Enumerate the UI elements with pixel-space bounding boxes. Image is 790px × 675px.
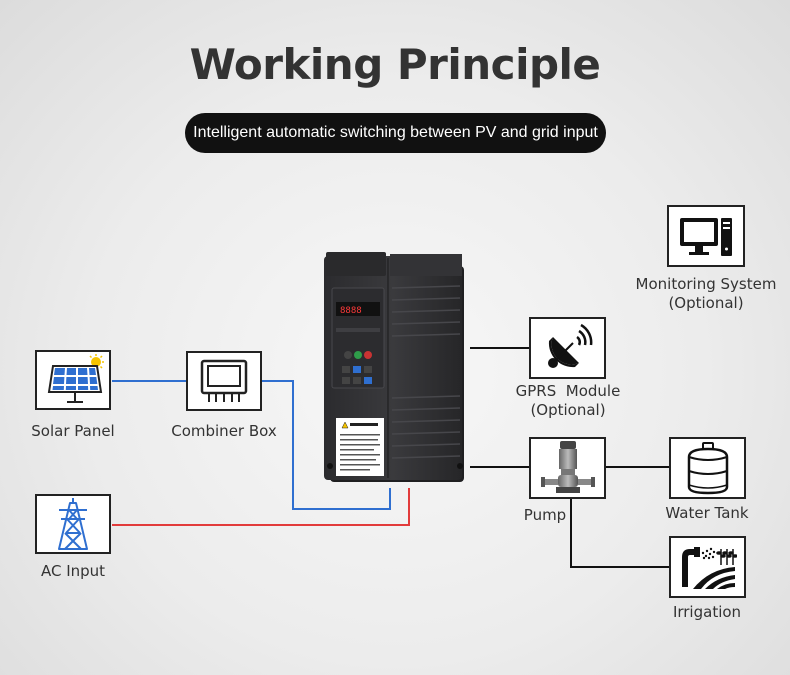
irrigation-box <box>669 536 746 598</box>
vfd-inverter-device: 8888 <box>324 252 464 482</box>
gprs-module-label-line1: GPRS Module <box>515 382 621 400</box>
irrigation-label: Irrigation <box>672 603 742 621</box>
combiner-box-icon <box>200 359 248 402</box>
water-tank-icon <box>687 442 728 495</box>
combiner-box-label: Combiner Box <box>171 422 277 440</box>
ac-input-box <box>35 494 111 554</box>
gprs-module-box <box>529 317 606 379</box>
line-pump-to-irrigation <box>570 498 669 568</box>
pump-label: Pump <box>523 506 567 524</box>
gprs-module-label-line2: (Optional) <box>530 401 606 419</box>
svg-text:8888: 8888 <box>340 306 362 316</box>
water-tank-label: Water Tank <box>665 504 749 522</box>
monitoring-system-box <box>667 205 745 267</box>
computer-icon <box>680 218 732 256</box>
ac-input-label: AC Input <box>40 562 106 580</box>
pump-box <box>529 437 606 499</box>
ac-line-grid-to-inverter <box>112 488 410 526</box>
water-tank-box <box>669 437 746 499</box>
solar-panel-label: Solar Panel <box>31 422 115 440</box>
combiner-box-box <box>186 351 262 411</box>
satellite-dish-icon <box>547 323 592 368</box>
irrigation-icon <box>681 547 737 589</box>
solar-panel-box <box>35 350 111 410</box>
pump-icon <box>540 441 595 493</box>
monitoring-system-label-line2: (Optional) <box>668 294 744 312</box>
dc-line-combiner-to-inverter <box>262 380 391 510</box>
subtitle-pill: Intelligent automatic switching between … <box>185 113 606 153</box>
page-title: Working Principle <box>189 40 601 89</box>
solar-panel-icon <box>47 354 104 403</box>
power-tower-icon <box>58 498 88 550</box>
monitoring-system-label-line1: Monitoring System <box>635 275 777 293</box>
